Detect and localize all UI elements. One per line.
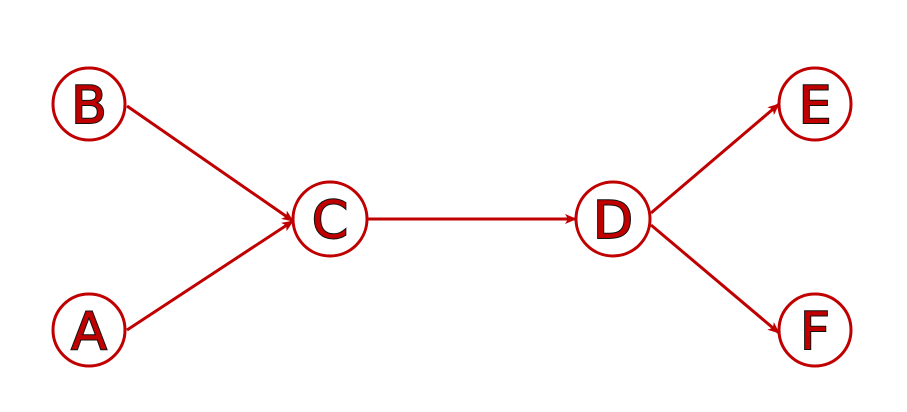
node-b-circle [51,66,127,142]
edge-b-to-c [126,104,294,223]
node-e-label: E [799,76,832,136]
node-c-label: C [312,191,348,251]
node-d-circle [574,180,652,258]
node-a-label: A [71,302,107,362]
node-b: B [51,66,127,142]
edge-a-to-c [126,219,294,332]
node-f: F [777,292,853,368]
edge-d-to-f [650,223,780,335]
node-c-circle [291,180,369,258]
node-f-label: F [800,302,830,362]
node-d: D [574,180,652,258]
node-a-circle [51,292,127,368]
node-b-label: B [71,76,107,136]
node-d-label: D [593,191,633,251]
node-a: A [51,292,127,368]
edge-d-to-e [650,102,780,215]
node-e-circle [777,66,853,142]
node-f-circle [777,292,853,368]
node-e: E [777,66,853,142]
edge-group [126,102,780,335]
node-c: C [291,180,369,258]
